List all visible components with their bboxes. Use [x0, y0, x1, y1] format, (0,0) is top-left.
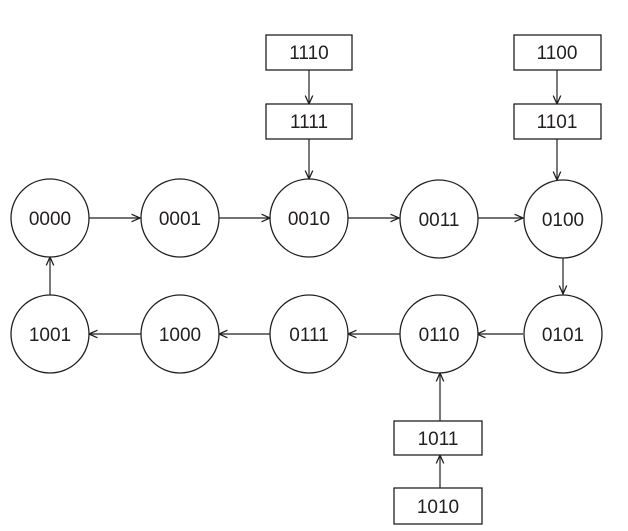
state-label: 1001 — [29, 325, 71, 346]
state-1001: 1001 — [10, 294, 90, 374]
state-label: 0101 — [542, 325, 584, 346]
state-box-1111: 1111 — [265, 103, 353, 140]
state-label: 1011 — [418, 429, 459, 450]
state-label: 1110 — [289, 43, 328, 64]
state-0100: 0100 — [523, 179, 603, 259]
state-0010: 0010 — [269, 178, 349, 258]
state-0001: 0001 — [140, 178, 220, 258]
state-0000: 0000 — [10, 178, 90, 258]
state-label: 1100 — [537, 43, 578, 64]
state-box-1100: 1100 — [513, 34, 602, 71]
state-label: 0100 — [542, 210, 584, 231]
unused-states: 1110 1111 1100 1101 1011 1010 — [265, 34, 602, 525]
state-label: 0000 — [29, 209, 71, 230]
state-label: 1111 — [290, 112, 328, 133]
transitions — [50, 70, 563, 488]
state-0110: 0110 — [399, 294, 479, 374]
state-box-1101: 1101 — [513, 103, 602, 140]
state-box-1010: 1010 — [393, 487, 483, 525]
state-label: 0011 — [419, 210, 460, 231]
state-label: 0111 — [289, 325, 328, 346]
state-label: 0001 — [159, 209, 201, 230]
state-label: 1101 — [537, 112, 578, 133]
state-label: 1010 — [417, 497, 459, 518]
state-label: 0110 — [419, 325, 460, 346]
main-states: 0000 0001 0010 0011 0100 0101 0110 0111 — [10, 178, 603, 374]
state-label: 0010 — [288, 209, 330, 230]
state-0011: 0011 — [399, 179, 479, 259]
state-0111: 0111 — [269, 294, 349, 374]
state-1000: 1000 — [140, 294, 220, 374]
state-0101: 0101 — [523, 294, 603, 374]
state-box-1110: 1110 — [265, 34, 353, 71]
state-label: 1000 — [159, 325, 201, 346]
state-box-1011: 1011 — [393, 420, 483, 456]
